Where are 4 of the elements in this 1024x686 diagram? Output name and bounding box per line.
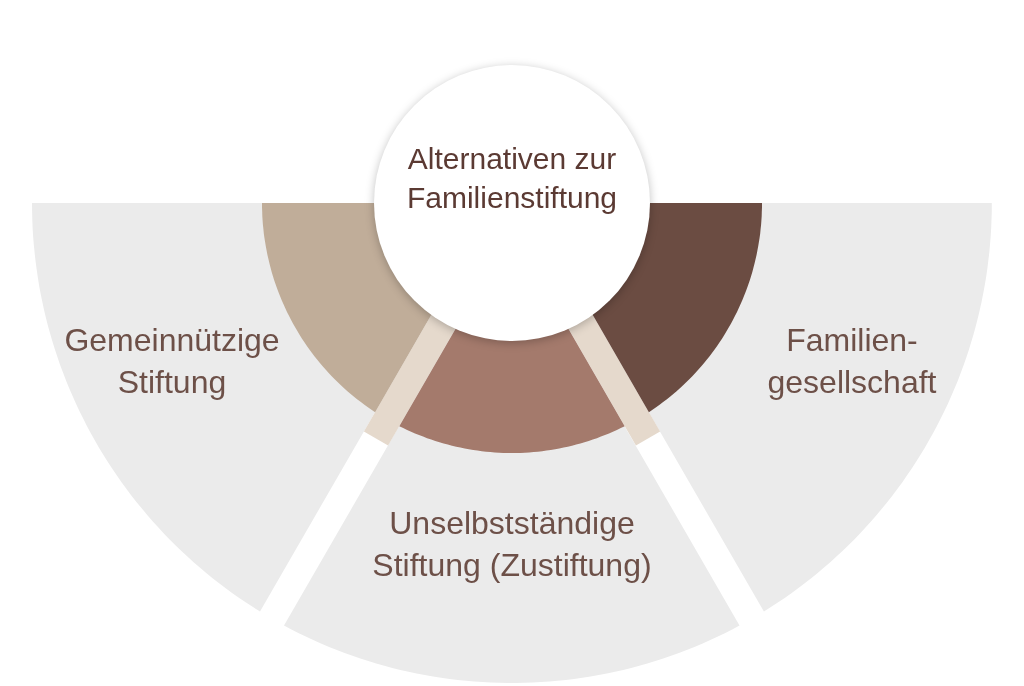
category-label: Unselbstständige Stiftung (Zustiftung) xyxy=(371,504,653,585)
center-title: Alternativen zur Familienstiftung xyxy=(405,141,619,216)
category-label: Familien- gesellschaft xyxy=(766,321,938,402)
category-label: Gemeinnützige Stiftung xyxy=(63,321,281,402)
